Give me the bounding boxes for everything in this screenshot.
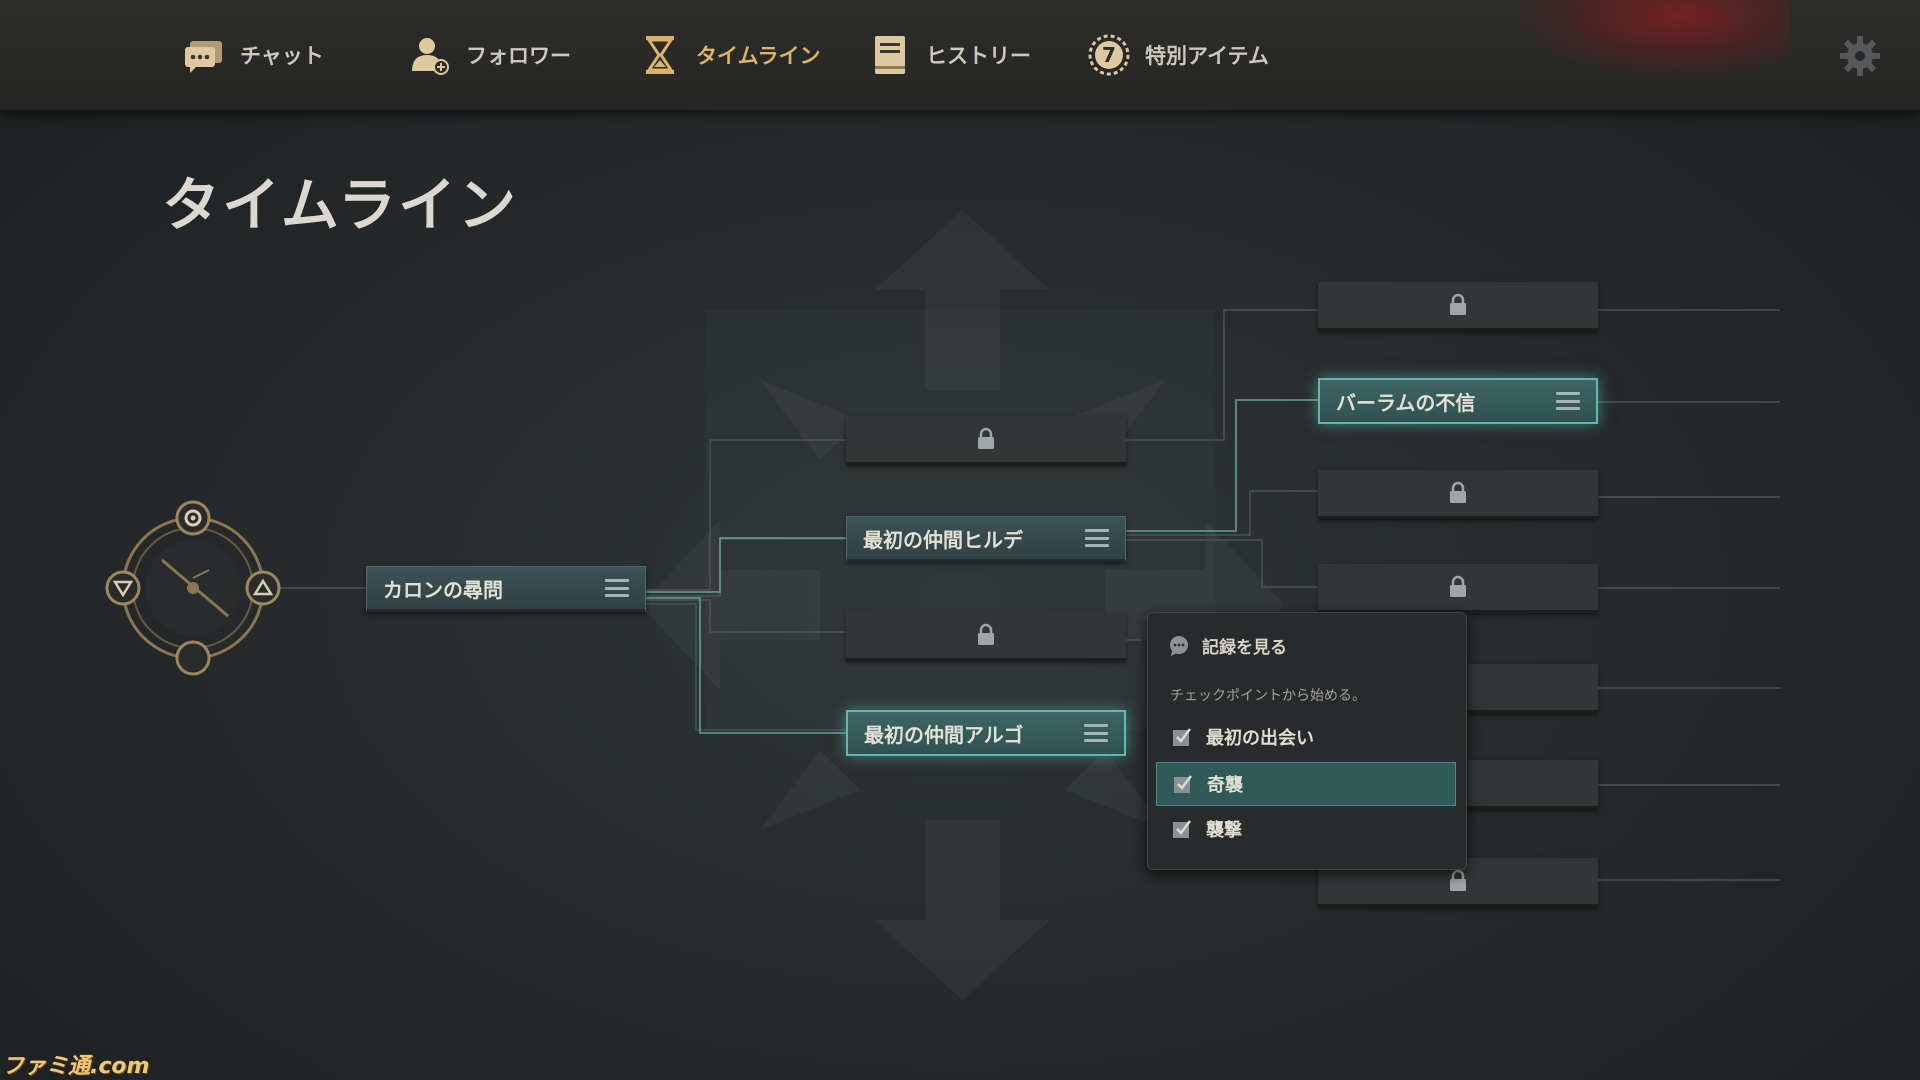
timeline-node-locked[interactable] [846, 416, 1126, 465]
blood-splash-decoration [1510, 0, 1790, 80]
checkpoint-popup: 記録を見る チェックポイントから始める。 最初の出会い 奇襲 襲撃 [1147, 612, 1467, 870]
lock-icon [1450, 481, 1466, 503]
tab-history-label: ヒストリー [926, 44, 1031, 68]
tab-follower[interactable]: フォロワー [408, 30, 571, 80]
checkpoint-item[interactable]: 襲撃 [1156, 807, 1456, 851]
tab-special-items-label: 特別アイテム [1145, 44, 1269, 68]
popup-subtitle: チェックポイントから始める。 [1170, 688, 1366, 704]
watermark-logo: ファミ通.com [2, 1054, 150, 1079]
timeline-node-hilde[interactable]: 最初の仲間ヒルデ [846, 516, 1126, 562]
timeline-node-locked[interactable] [1318, 470, 1598, 519]
special-item-icon: 7 [1087, 33, 1131, 77]
tab-history[interactable]: ヒストリー [868, 30, 1031, 80]
tab-timeline[interactable]: タイムライン [638, 30, 821, 80]
chat-icon [182, 33, 226, 77]
checkpoint-label: 奇襲 [1207, 775, 1243, 796]
page-title: タイムライン [162, 171, 518, 239]
menu-icon [1556, 392, 1580, 410]
special-item-count: 7 [1102, 43, 1116, 67]
timeline-node-locked[interactable] [1318, 282, 1598, 331]
top-navigation-bar: チャット フォロワー タイムライン [0, 0, 1920, 111]
lock-icon [1450, 293, 1466, 315]
checkpoint-item[interactable]: 最初の出会い [1156, 715, 1456, 759]
lock-icon [1450, 575, 1466, 597]
timeline-node-locked[interactable] [846, 612, 1126, 661]
speech-bubble-icon [1170, 635, 1188, 656]
popup-header[interactable]: 記録を見る [1168, 633, 1287, 658]
checkpoint-label: 最初の出会い [1206, 728, 1314, 749]
compass-dial [100, 498, 286, 684]
follower-icon [408, 33, 452, 77]
checkbox-checked-icon [1173, 820, 1191, 838]
timeline-node-argo[interactable]: 最初の仲間アルゴ [846, 710, 1126, 756]
timeline-node-label: バーラムの不信 [1336, 390, 1476, 415]
tab-chat[interactable]: チャット [182, 30, 324, 80]
checkbox-checked-icon [1174, 775, 1192, 793]
book-icon [868, 33, 912, 77]
menu-icon [605, 579, 629, 597]
tab-chat-label: チャット [240, 44, 324, 68]
checkbox-checked-icon [1173, 728, 1191, 746]
popup-header-label: 記録を見る [1202, 638, 1287, 658]
hourglass-icon [638, 33, 682, 77]
menu-icon [1085, 529, 1109, 547]
timeline-node-balam[interactable]: バーラムの不信 [1318, 378, 1598, 424]
tab-timeline-label: タイムライン [696, 44, 821, 68]
timeline-node-label: カロンの尋問 [383, 577, 503, 602]
tab-special-items[interactable]: 7 特別アイテム [1087, 30, 1269, 80]
tab-follower-label: フォロワー [466, 44, 571, 68]
checkpoint-item-selected[interactable]: 奇襲 [1156, 762, 1456, 806]
timeline-node-label: 最初の仲間アルゴ [864, 722, 1024, 747]
lock-icon [1450, 869, 1466, 891]
timeline-node-locked[interactable] [1318, 564, 1598, 613]
lock-icon [978, 623, 994, 645]
lock-icon [978, 427, 994, 449]
gear-icon[interactable] [1838, 34, 1882, 78]
checkpoint-label: 襲撃 [1206, 820, 1242, 841]
timeline-node-root[interactable]: カロンの尋問 [366, 566, 646, 612]
menu-icon [1084, 724, 1108, 742]
timeline-node-label: 最初の仲間ヒルデ [863, 527, 1023, 552]
